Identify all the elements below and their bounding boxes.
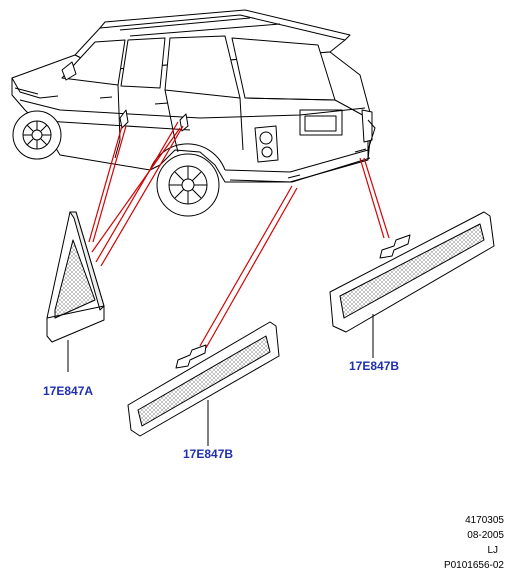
callout-part-b-rear: 17E847B [349, 359, 400, 373]
reflector-part-a [46, 211, 105, 372]
footer-date: 08-2005 [467, 530, 504, 541]
callout-part-b-front: 17E847B [183, 447, 234, 461]
footer-reference: P0101656-02 [443, 560, 504, 571]
reflector-part-b-front [127, 321, 280, 446]
vehicle-illustration [11, 9, 376, 217]
leader-lines [88, 121, 390, 349]
reflector-part-b-rear [329, 211, 495, 358]
footer-code: 4170305 [465, 515, 504, 526]
footer-initials: LJ [487, 545, 498, 556]
callout-part-a: 17E847A [43, 384, 94, 398]
